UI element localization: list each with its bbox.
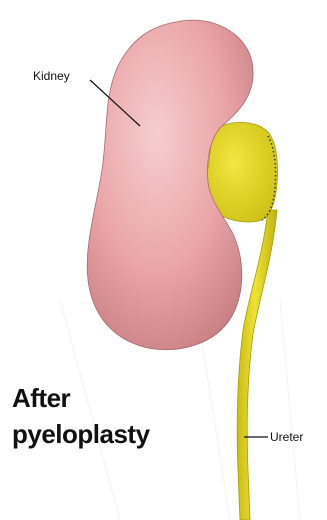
- kidney-label: Kidney: [33, 69, 70, 83]
- ureter: [237, 210, 277, 520]
- caption-line-1: After: [12, 380, 150, 416]
- caption-line-2: pyeloplasty: [12, 416, 150, 452]
- ureter-label: Ureter: [270, 430, 303, 444]
- caption: After pyeloplasty: [12, 380, 150, 452]
